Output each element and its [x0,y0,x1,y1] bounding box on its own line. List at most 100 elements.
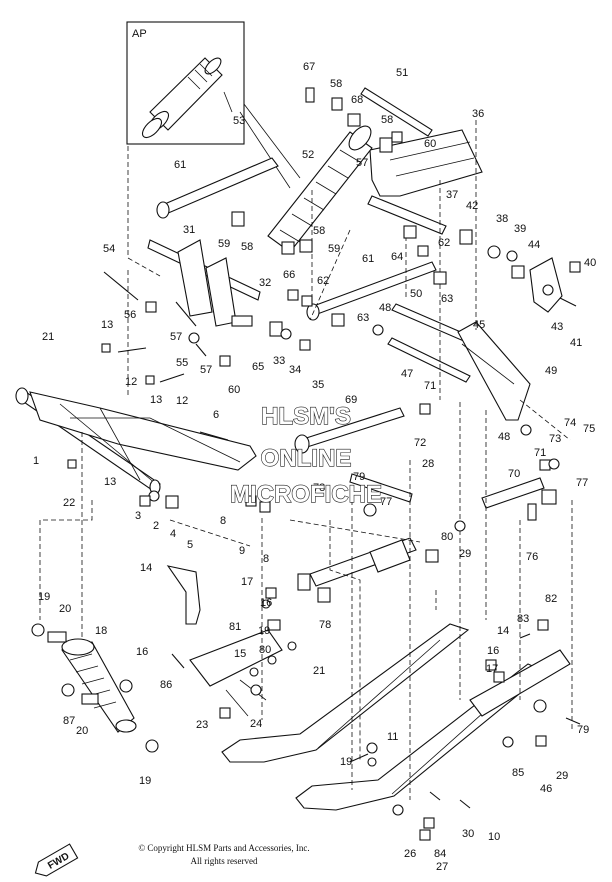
callout-57: 57 [356,157,368,169]
callout-33: 33 [273,355,285,367]
callout-82: 82 [545,593,557,605]
upper-assembly [103,87,563,421]
inset-label: AP [132,28,147,40]
callout-21: 21 [42,331,54,343]
callout-6: 6 [213,409,219,421]
callout-18: 18 [95,625,107,637]
callout-48: 48 [498,431,510,443]
callout-2: 2 [153,520,159,532]
callout-85: 85 [512,767,524,779]
callout-60: 60 [228,384,240,396]
callout-77: 77 [380,496,392,508]
callout-11: 11 [387,731,398,743]
callout-62: 62 [317,275,329,287]
callout-30: 30 [462,828,474,840]
callout-65: 65 [252,361,264,373]
callout-73: 73 [549,433,561,445]
callout-79: 79 [577,724,589,736]
callout-64: 64 [391,251,403,263]
callout-14: 14 [140,562,152,574]
callout-70: 70 [508,468,520,480]
callout-67: 67 [303,61,315,73]
inset-box: AP [126,21,245,145]
callout-59: 59 [218,238,230,250]
bellows-boot-part [141,57,223,139]
callout-8: 8 [220,515,226,527]
callout-39: 39 [514,223,526,235]
callout-57: 57 [170,331,182,343]
callout-77: 77 [576,477,588,489]
callout-74: 74 [564,417,576,429]
middle-assembly [294,407,545,587]
callout-45: 45 [473,319,485,331]
callout-15: 15 [234,648,246,660]
callout-16: 16 [260,597,272,609]
front-shock-part [61,638,137,733]
callout-4: 4 [170,528,176,540]
watermark-line2: ONLINE [261,445,352,472]
callout-19: 19 [340,756,352,768]
callout-26: 26 [404,848,416,860]
callout-17: 17 [486,663,498,675]
callout-20: 20 [59,603,71,615]
callout-37: 37 [446,189,458,201]
callout-50: 50 [410,288,422,300]
callout-57: 57 [200,364,212,376]
callout-58: 58 [330,78,342,90]
callout-68: 68 [351,94,363,106]
callout-76: 76 [526,551,538,563]
callout-63: 63 [357,312,369,324]
callout-21: 21 [313,665,325,677]
callout-31: 31 [183,224,195,236]
callout-14: 14 [497,625,509,637]
callout-58: 58 [381,114,393,126]
callout-42: 42 [466,200,478,212]
callout-13: 13 [150,394,162,406]
callout-79: 79 [353,471,365,483]
callout-83: 83 [517,613,529,625]
callout-19: 19 [258,625,270,637]
callout-54: 54 [103,243,115,255]
callout-58: 58 [313,225,325,237]
callout-36: 36 [472,108,484,120]
callout-1: 1 [33,455,39,467]
callout-3: 3 [135,510,141,522]
callout-80: 80 [259,644,271,656]
callout-13: 13 [101,319,113,331]
callout-72: 72 [414,437,426,449]
callout-16: 16 [136,646,148,658]
callout-12: 12 [125,376,137,388]
callout-78: 78 [319,619,331,631]
callout-43: 43 [551,321,563,333]
callout-23: 23 [196,719,208,731]
callout-5: 5 [187,539,193,551]
callout-84: 84 [434,848,446,860]
callout-19: 19 [38,591,50,603]
callout-59: 59 [328,243,340,255]
callout-48: 48 [379,302,391,314]
callout-66: 66 [283,269,295,281]
callout-10: 10 [488,831,500,843]
callout-35: 35 [312,379,324,391]
callout-75: 75 [583,423,595,435]
callout-34: 34 [289,364,301,376]
callout-58: 58 [241,241,253,253]
callout-38: 38 [496,213,508,225]
callout-62: 62 [438,237,450,249]
callout-40: 40 [584,257,596,269]
callout-29: 29 [556,770,568,782]
callout-41: 41 [570,337,582,349]
callout-56: 56 [124,309,136,321]
callout-81: 81 [229,621,241,633]
callout-71: 71 [534,447,546,459]
callout-52: 52 [302,149,314,161]
callout-87: 87 [63,715,75,727]
callout-12: 12 [176,395,188,407]
callout-60: 60 [424,138,436,150]
callout-78: 78 [313,482,325,494]
callout-29: 29 [459,548,471,560]
callout-86: 86 [160,679,172,691]
front-frame-part [15,387,257,495]
